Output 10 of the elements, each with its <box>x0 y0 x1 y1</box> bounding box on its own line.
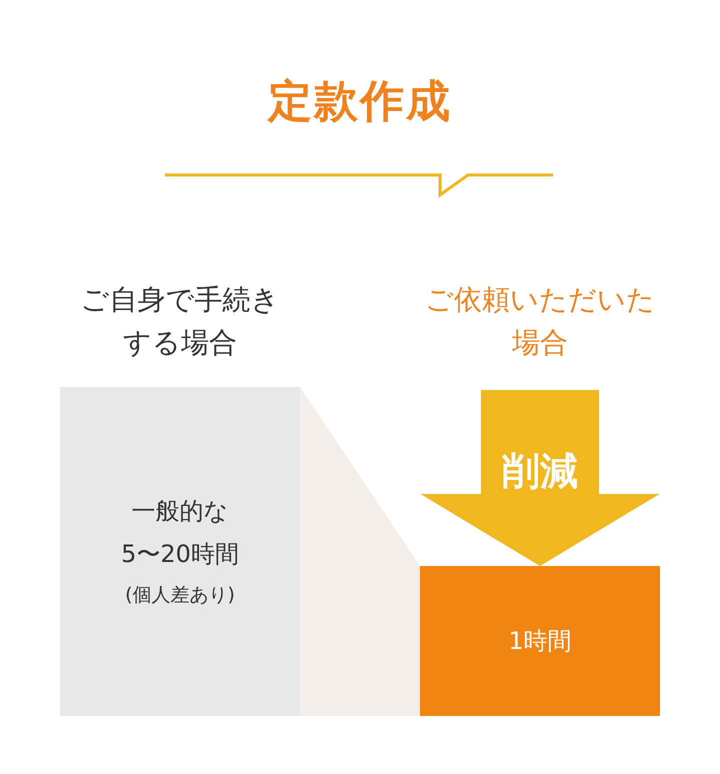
reduction-arrow <box>420 390 660 566</box>
note-text: (個人差あり) <box>125 582 235 608</box>
time-box <box>420 566 660 716</box>
duration-text: 一般的な <box>132 496 228 526</box>
title: 定款作成 <box>266 75 453 129</box>
duration-text: 1時間 <box>508 626 572 656</box>
duration-text: 5〜20時間 <box>121 538 239 570</box>
column-heading: ご依頼いただいた場合 <box>424 282 656 361</box>
column-heading: ご自身で手続きする場合 <box>80 282 280 361</box>
edge-label: 削減 <box>501 448 579 495</box>
